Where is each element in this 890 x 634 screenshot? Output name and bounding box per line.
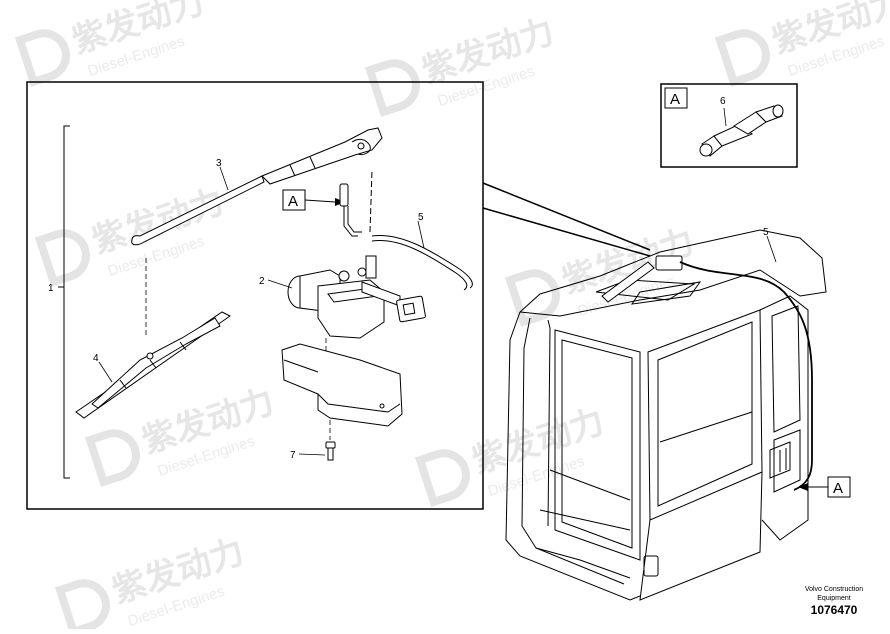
- straight-connector: [699, 104, 784, 157]
- inset-label: A: [670, 91, 680, 108]
- callout-1: 1: [48, 283, 54, 294]
- operator-cab: [505, 229, 827, 601]
- wiper-arm: [131, 127, 383, 246]
- callout-5-cab: 5: [763, 227, 769, 238]
- watermark: 紫发动力 Diesel-Engines: [54, 533, 249, 634]
- callout-2: 2: [259, 276, 265, 287]
- assembly-bracket: [63, 125, 70, 479]
- motor-cover: [281, 343, 403, 427]
- watermark: 紫发动力 Diesel-Engines: [504, 223, 699, 327]
- bolt: [325, 441, 336, 461]
- hose-fitting: [339, 183, 362, 237]
- zoom-leader-top: [482, 182, 651, 251]
- callout-4: 4: [93, 353, 99, 364]
- watermark: 紫发动力 Diesel-Engines: [364, 13, 559, 117]
- detail-frame: [26, 81, 484, 510]
- callout-6: 6: [720, 96, 726, 107]
- watermark-layer: 紫发动力 Diesel-Engines 紫发动力 Diesel-Engines …: [14, 0, 890, 634]
- callout-5: 5: [418, 212, 424, 223]
- callout-7: 7: [290, 450, 296, 461]
- watermark: 紫发动力 Diesel-Engines: [84, 383, 279, 487]
- wiper-blade: [75, 311, 231, 419]
- view-ref-label-main: A: [288, 193, 298, 210]
- watermark: 紫发动力 Diesel-Engines: [414, 403, 609, 507]
- cab-hose-route: [679, 261, 813, 491]
- view-ref-label-cab: A: [833, 480, 843, 497]
- zoom-leader-bottom: [482, 207, 651, 257]
- wiper-motor: [287, 255, 426, 339]
- inset-frame: [660, 83, 798, 168]
- inset-label-box: [664, 87, 688, 109]
- watermark: 紫发动力 Diesel-Engines: [714, 0, 890, 87]
- document-number: 1076470: [811, 603, 858, 617]
- company-line-2: Equipment: [817, 595, 851, 602]
- company-line-1: Volvo Construction: [805, 586, 863, 593]
- washer-hose: [369, 169, 473, 291]
- callout-3: 3: [216, 158, 222, 169]
